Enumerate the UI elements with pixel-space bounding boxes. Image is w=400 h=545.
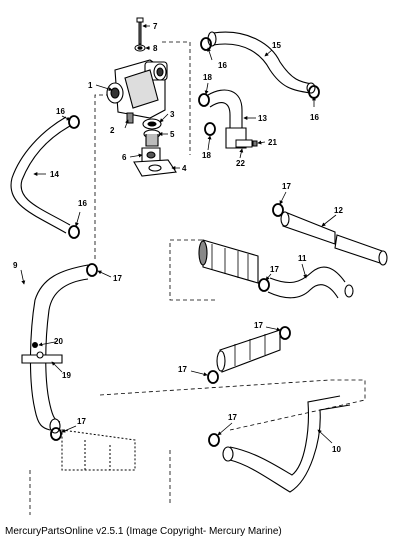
callout-17: 17: [77, 417, 86, 426]
clamp: [21, 351, 63, 364]
leader-lines: [20, 24, 337, 444]
callout-17: 17: [270, 265, 279, 274]
callout-17: 17: [254, 321, 263, 330]
callout-18: 18: [202, 151, 211, 160]
bolt: [136, 17, 144, 45]
callout-20: 20: [54, 337, 63, 346]
exploded-parts-diagram: 1 2 3 5 6 4 7 8 16 16 14 16 16 15 18 18 …: [10, 17, 388, 515]
callout-1: 1: [88, 81, 93, 90]
base-plate: [133, 159, 177, 177]
callout-5: 5: [170, 130, 175, 139]
callout-13: 13: [258, 114, 267, 123]
callout-14: 14: [50, 170, 59, 179]
thermostat: [143, 129, 161, 147]
callout-2: 2: [110, 126, 115, 135]
hose-clamps: [50, 37, 320, 447]
callout-16: 16: [78, 199, 87, 208]
callout-16: 16: [56, 107, 65, 116]
callout-11: 11: [298, 254, 307, 263]
hose-13: [207, 89, 247, 149]
fitting: [235, 139, 258, 148]
cooler-bottom: [61, 429, 136, 471]
callout-6: 6: [122, 153, 127, 162]
image-caption: MercuryPartsOnline v2.5.1 (Image Copyrig…: [5, 526, 282, 537]
callout-17: 17: [228, 413, 237, 422]
callout-17: 17: [178, 365, 187, 374]
callout-17: 17: [282, 182, 291, 191]
part-callouts: 1 2 3 5 6 4 7 8 16 16 14 16 16 15 18 18 …: [13, 22, 343, 454]
cooler-upper: [198, 239, 259, 284]
callout-15: 15: [272, 41, 281, 50]
callout-8: 8: [153, 44, 158, 53]
thermostat-housing: [106, 59, 168, 119]
washer: [134, 44, 146, 52]
callout-19: 19: [62, 371, 71, 380]
clamp-screw: [32, 342, 38, 348]
hose-9: [29, 264, 89, 434]
retainer: [141, 147, 161, 163]
callout-16: 16: [310, 113, 319, 122]
callout-10: 10: [332, 445, 341, 454]
callout-3: 3: [170, 110, 175, 119]
callout-16: 16: [218, 61, 227, 70]
callout-17: 17: [113, 274, 122, 283]
callout-7: 7: [153, 22, 158, 31]
cooler-middle: [216, 329, 281, 373]
callout-12: 12: [334, 206, 343, 215]
hose-10: [222, 395, 351, 493]
screw: [126, 112, 134, 124]
callout-9: 9: [13, 261, 18, 270]
callout-22: 22: [236, 159, 245, 168]
callout-4: 4: [182, 164, 187, 173]
callout-21: 21: [268, 138, 277, 147]
hose-14: [10, 116, 71, 234]
gasket: [142, 118, 162, 130]
hose-11: [267, 266, 354, 299]
callout-18: 18: [203, 73, 212, 82]
hose-12: [280, 211, 388, 266]
